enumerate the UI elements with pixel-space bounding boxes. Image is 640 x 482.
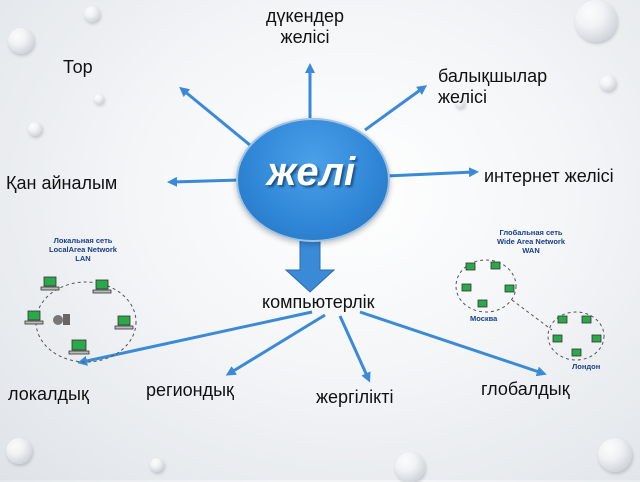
water-drop <box>598 438 632 472</box>
water-drop <box>94 94 104 104</box>
label-blood: Қан айналым <box>6 173 118 193</box>
label-computer: компьютерлік <box>262 292 375 312</box>
label-fishing-line2: желісі <box>438 87 487 107</box>
water-drop <box>8 28 34 54</box>
water-drop <box>395 452 425 482</box>
label-global: глобалдық <box>481 379 570 399</box>
arrow-to-fishing <box>364 85 428 132</box>
label-internet: интернет желісі <box>484 166 614 186</box>
water-drop <box>150 458 164 472</box>
water-drop <box>6 438 32 464</box>
wan-network-diagram <box>455 259 605 361</box>
label-shops: дүкендер желісі <box>266 6 344 48</box>
label-shops-line2: желісі <box>280 27 330 47</box>
water-drop <box>600 75 616 91</box>
water-drop <box>28 122 42 136</box>
lan-title-line2: LocalArea Network <box>49 245 117 254</box>
center-node <box>236 118 390 242</box>
arrow-to-blood <box>167 176 241 187</box>
label-shops-line1: дүкендер <box>266 6 345 26</box>
arrow-to-municipal <box>338 315 371 383</box>
lan-title-line3: LAN <box>75 254 91 263</box>
wan-title-line3: WAN <box>522 246 540 255</box>
lan-title: Локальная сеть LocalArea Network LAN <box>28 236 138 263</box>
label-fishing: балықшылар желісі <box>438 66 547 108</box>
arrow-to-global <box>359 310 547 377</box>
wan-city-moscow: Москва <box>470 314 498 323</box>
lan-title-line1: Локальная сеть <box>53 236 113 245</box>
down-arrow <box>284 239 336 293</box>
arrow-to-tor <box>179 86 257 152</box>
wan-city-london: Лондон <box>572 362 601 371</box>
lan-network-diagram <box>24 276 137 363</box>
arrow-to-internet <box>385 167 479 178</box>
water-drop <box>575 0 617 42</box>
arrow-to-local <box>77 310 313 366</box>
label-tor: Тор <box>63 57 93 77</box>
wan-title-line1: Глобальная сеть <box>499 228 563 237</box>
arrow-to-regional <box>225 313 326 376</box>
water-drop <box>455 98 465 108</box>
water-drop <box>84 6 100 22</box>
label-municipal: жергілікті <box>316 387 394 407</box>
wan-title-line2: Wide Area Network <box>496 237 565 246</box>
center-label: желі <box>266 150 356 194</box>
label-fishing-line1: балықшылар <box>438 66 548 86</box>
label-regional: региондық <box>146 380 234 400</box>
wan-title: Глобальная сеть Wide Area Network WAN <box>476 228 586 255</box>
label-local: локалдық <box>8 384 89 404</box>
